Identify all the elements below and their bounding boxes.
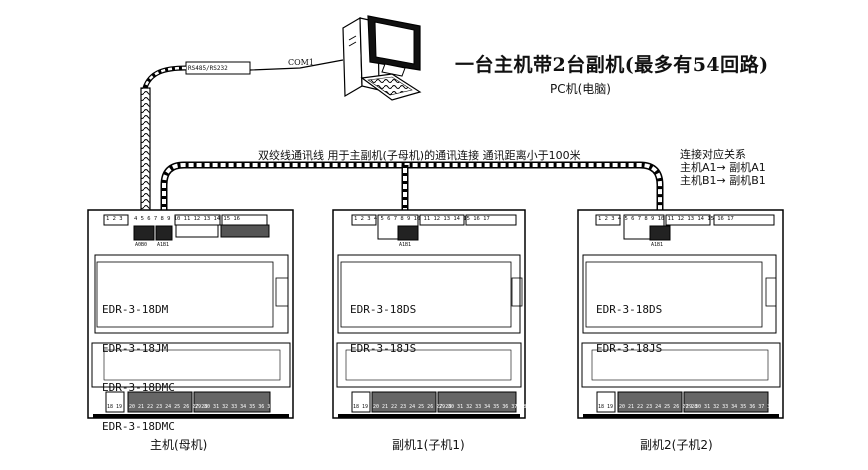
model-list: EDR-3-18DS EDR-3-18JS [596, 277, 662, 368]
device-name: 副机2(子机2) [640, 438, 713, 452]
terminal-labels-bottom: 20 21 22 23 24 25 26 27 28 [373, 404, 452, 410]
device-name: 副机1(子机1) [392, 438, 465, 452]
device-name: 主机(母机) [150, 438, 208, 452]
model-name: EDR-3-18JS [350, 342, 417, 355]
pc-computer-icon [342, 15, 422, 101]
port-label: A1B1 [651, 242, 664, 248]
diagram-title: 一台主机带2台副机(最多有54回路) [455, 54, 769, 76]
device-master [87, 209, 294, 419]
terminal-labels-bottom: 29 30 31 32 33 34 35 36 37 38 [195, 404, 283, 410]
mapping-line: 连接对应关系 [680, 148, 746, 161]
com-port-label: COM1 [288, 58, 314, 67]
model-name: EDR-3-18DS [596, 303, 663, 316]
terminal-labels-bottom-left: 18 19 [598, 404, 614, 410]
converter-label: RS485/RS232 [188, 65, 228, 72]
port-label: A0B0 [135, 242, 148, 248]
model-name: EDR-3-18JM [102, 342, 169, 355]
cable-note: 双绞线通讯线 用于主副机(子母机)的通讯连接 通讯距离小于100米 [258, 149, 581, 162]
model-name: EDR-3-18DS [350, 303, 417, 316]
pc-label: PC机(电脑) [550, 82, 611, 96]
device-slave-2 [577, 209, 784, 419]
terminal-labels-top: 1 2 3 4 5 6 7 8 9 10 11 12 13 14 15 16 1… [354, 216, 490, 222]
terminal-labels-top: 1 2 3 4 5 6 7 8 9 10 11 12 13 14 15 16 1… [598, 216, 734, 222]
port-label: A1B1 [157, 242, 170, 248]
terminal-labels-bottom: 20 21 22 23 24 25 26 27 28 [619, 404, 698, 410]
model-name: EDR-3-18DMC [102, 381, 175, 394]
mapping-line: 主机A1→ 副机A1 [680, 161, 766, 174]
terminal-labels-bottom-left: 18 19 [107, 404, 123, 410]
model-list: EDR-3-18DM EDR-3-18JM EDR-3-18DMC EDR-3-… [102, 277, 175, 446]
connection-mapping: 连接对应关系 主机A1→ 副机A1 主机B1→ 副机B1 [680, 148, 766, 187]
model-list: EDR-3-18DS EDR-3-18JS [350, 277, 416, 368]
terminal-labels-bottom: 29 30 31 32 33 34 35 36 37 38 [686, 404, 774, 410]
device-slave-1 [332, 209, 526, 419]
model-name: EDR-3-18DM [102, 303, 169, 316]
terminal-labels-top: 1 2 3 [106, 216, 123, 222]
mapping-line: 主机B1→ 副机B1 [680, 174, 766, 187]
terminal-labels-top: 4 5 6 7 8 9 10 11 12 13 14 15 16 [134, 216, 240, 222]
model-name: EDR-3-18JS [596, 342, 663, 355]
terminal-labels-bottom: 20 21 22 23 24 25 26 27 28 [129, 404, 208, 410]
port-label: A1B1 [399, 242, 412, 248]
terminal-labels-bottom-left: 18 19 [353, 404, 369, 410]
terminal-labels-bottom: 29 30 31 32 33 34 35 36 37 38 [439, 404, 527, 410]
model-name: EDR-3-18DMC [102, 420, 175, 433]
